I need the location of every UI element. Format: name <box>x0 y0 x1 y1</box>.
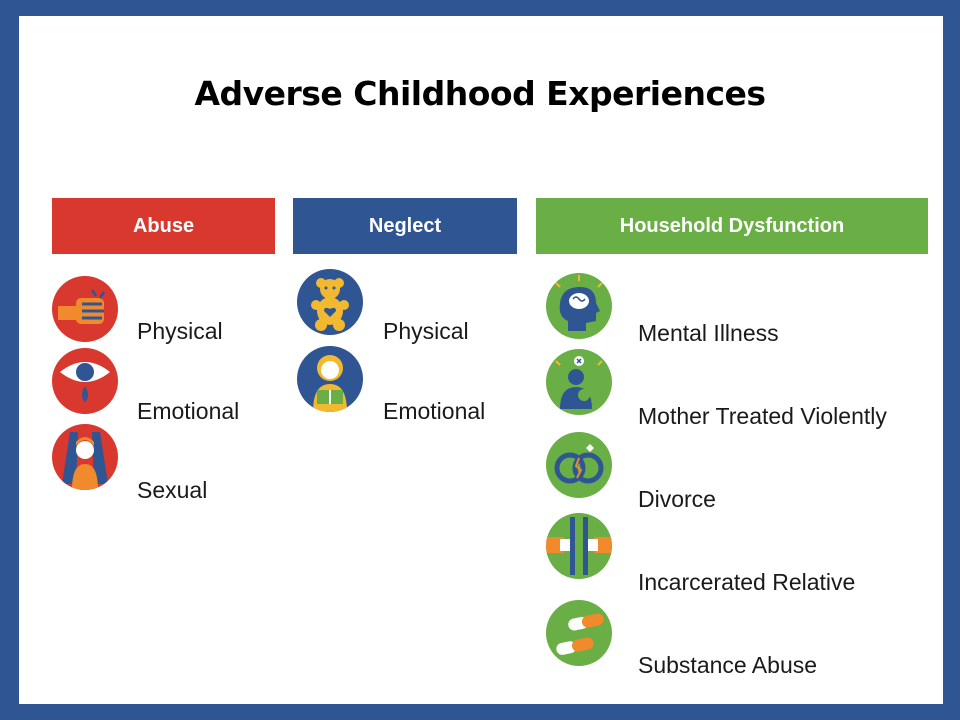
page-title: Adverse Childhood Experiences <box>194 74 766 113</box>
fist-icon <box>52 276 118 342</box>
abuse-physical-label: Physical <box>137 318 223 344</box>
slide-background <box>19 16 943 704</box>
teddy-bear-icon <box>297 269 363 335</box>
divorce-label: Divorce <box>638 486 716 512</box>
child-with-book-icon <box>297 346 363 412</box>
head-brain-icon <box>546 273 612 339</box>
mother-child-icon <box>546 349 612 415</box>
broken-rings-icon <box>546 432 612 498</box>
pills-icon <box>546 600 612 666</box>
mental-illness-label: Mental Illness <box>638 320 779 346</box>
mother-treated-violently-label: Mother Treated Violently <box>638 403 887 429</box>
neglect-physical-label: Physical <box>383 318 469 344</box>
crying-eye-icon <box>52 348 118 414</box>
household-dysfunction-header: Household Dysfunction <box>536 198 928 254</box>
abuse-sexual-label: Sexual <box>137 477 208 503</box>
jail-bars-hands-icon <box>546 513 612 579</box>
neglect-header: Neglect <box>293 198 517 254</box>
neglect-emotional-label: Emotional <box>383 398 486 424</box>
abuse-emotional-label: Emotional <box>137 398 240 424</box>
child-icon <box>52 424 118 490</box>
substance-abuse-label: Substance Abuse <box>638 652 818 678</box>
abuse-header: Abuse <box>52 198 275 254</box>
incarcerated-relative-label: Incarcerated Relative <box>638 569 856 595</box>
